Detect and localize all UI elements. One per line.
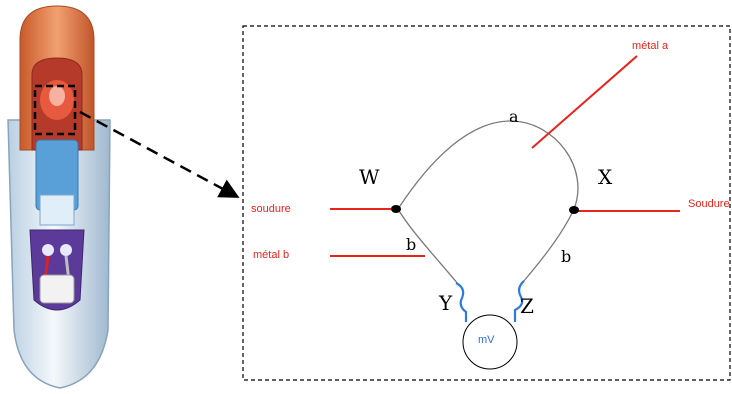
node-y-label: Y: [438, 291, 453, 315]
meter-leads: [455, 280, 525, 322]
node-w-label: W: [359, 165, 380, 189]
junction-x: [569, 206, 579, 214]
thermocouple-loop: [397, 120, 579, 285]
node-z-label: Z: [520, 294, 534, 318]
junction-w: [391, 205, 401, 213]
node-x-label: X: [598, 165, 613, 189]
wire-a-label: a: [509, 107, 519, 126]
wire-b-right-label: b: [561, 247, 571, 266]
millivoltmeter: [462, 314, 518, 370]
metal-b-label: métal b: [253, 249, 289, 261]
red-wires: [330, 55, 680, 257]
metal-a-label: métal a: [632, 40, 669, 52]
wire-b-left-label: b: [406, 235, 416, 254]
meter-label: mV: [478, 334, 495, 346]
dashed-arrow: [79, 110, 240, 198]
thermocouple-probe-illustration: [7, 5, 111, 389]
solder-right-label: Soudure: [688, 198, 730, 210]
solder-left-label: soudure: [251, 203, 291, 215]
